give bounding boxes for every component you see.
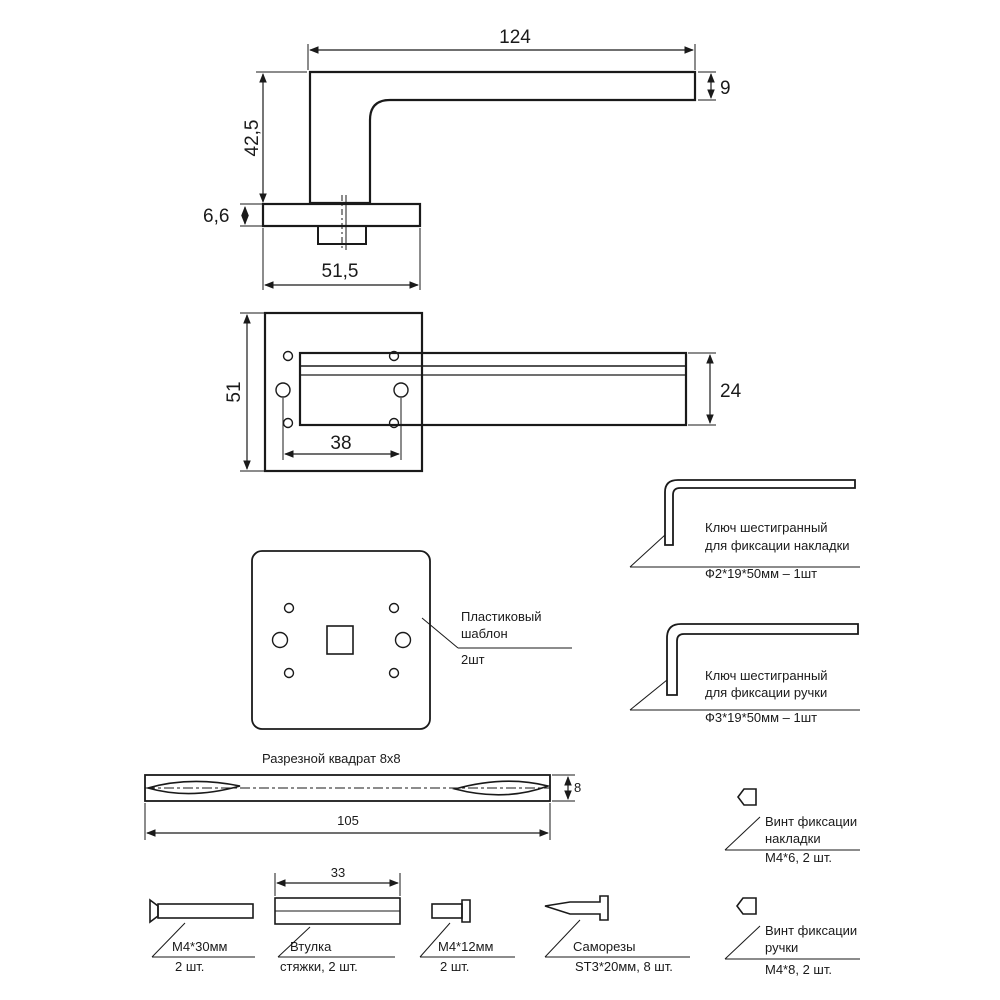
screw-hole bbox=[282, 350, 294, 362]
self-tapping-label-2: ST3*20мм, 8 шт. bbox=[575, 959, 673, 974]
template-label-1: Пластиковый bbox=[461, 609, 541, 624]
bushing-part: 33 Втулка стяжки, 2 шт. bbox=[274, 865, 401, 974]
dim-handle-thickness: 9 bbox=[720, 78, 731, 99]
hex-key-handle-part: Ключ шестигранный для фиксации ручки Ф3*… bbox=[629, 623, 860, 725]
rose-plate-top bbox=[263, 311, 424, 473]
screw-cover-label-1: Винт фиксации bbox=[765, 814, 857, 829]
bolt-m4-12-label-1: М4*12мм bbox=[438, 939, 494, 954]
template-square-hole bbox=[326, 625, 354, 655]
dim-rose-width: 51,5 bbox=[322, 261, 359, 282]
screw-hole bbox=[388, 417, 400, 429]
plastic-template-part: Пластиковый шаблон 2шт bbox=[251, 550, 572, 730]
screw-handle-part: Винт фиксации ручки М4*8, 2 шт. bbox=[724, 897, 860, 977]
template-label-2: шаблон bbox=[461, 626, 508, 641]
screw-cover-label-3: М4*6, 2 шт. bbox=[765, 850, 832, 865]
screw-handle-shape bbox=[736, 897, 757, 915]
screw-handle-label-2: ручки bbox=[765, 940, 798, 955]
dim-rose-size: 51 bbox=[224, 381, 245, 402]
bolt-m4-12-part: М4*12мм 2 шт. bbox=[419, 899, 515, 974]
self-tapping-screws-part: Саморезы ST3*20мм, 8 шт. bbox=[544, 895, 690, 974]
screw-hole bbox=[388, 350, 400, 362]
hex-key-cover-label-2: для фиксации накладки bbox=[705, 538, 850, 553]
dim-handle-length: 124 bbox=[499, 27, 531, 48]
split-spindle-part: Разрезной квадрат 8х8 8 105 bbox=[144, 751, 581, 840]
handle-top bbox=[298, 351, 688, 427]
hex-key-handle-label-1: Ключ шестигранный bbox=[705, 668, 828, 683]
spindle-slot-left bbox=[145, 780, 241, 795]
screw-cover-shape bbox=[737, 788, 757, 806]
handle-lever-profile bbox=[308, 70, 697, 205]
bushing-length-dim: 33 bbox=[331, 865, 345, 880]
spindle-slot-right bbox=[451, 780, 551, 796]
bushing-label-1: Втулка bbox=[290, 939, 332, 954]
screw-hole bbox=[282, 417, 294, 429]
template-label-3: 2шт bbox=[461, 652, 485, 667]
template-hole bbox=[271, 631, 289, 649]
screw-cover-label-2: накладки bbox=[765, 831, 821, 846]
screw-handle-label-3: М4*8, 2 шт. bbox=[765, 962, 832, 977]
top-view: 51 24 38 bbox=[224, 311, 742, 473]
bolt-m4-30-label-1: М4*30мм bbox=[172, 939, 228, 954]
hex-key-cover-shape bbox=[664, 479, 856, 546]
side-view: 124 9 42,5 6,6 51,5 bbox=[203, 27, 731, 290]
plastic-template-plate bbox=[251, 550, 431, 730]
hex-key-handle-label-2: для фиксации ручки bbox=[705, 685, 827, 700]
template-hole bbox=[283, 602, 295, 614]
self-tapping-screw-shape bbox=[544, 895, 609, 921]
dim-rose-thickness: 6,6 bbox=[203, 206, 229, 227]
dim-handle-width: 24 bbox=[720, 381, 742, 402]
bolt-m4-30-shape bbox=[149, 898, 159, 924]
bolt-m4-12-label-2: 2 шт. bbox=[440, 959, 469, 974]
bushing-label-2: стяжки, 2 шт. bbox=[280, 959, 358, 974]
template-hole bbox=[388, 602, 400, 614]
dim-hole-spacing: 38 bbox=[330, 433, 351, 454]
screw-cover-part: Винт фиксации накладки М4*6, 2 шт. bbox=[724, 788, 860, 865]
hex-key-handle-label-3: Ф3*19*50мм – 1шт bbox=[705, 710, 817, 725]
hex-key-cover-part: Ключ шестигранный для фиксации накладки … bbox=[629, 479, 860, 581]
template-hole bbox=[283, 667, 295, 679]
bolt-m4-12-shape bbox=[431, 903, 463, 919]
spindle-length-dim: 105 bbox=[337, 813, 359, 828]
template-hole bbox=[394, 631, 412, 649]
hex-key-cover-label-3: Ф2*19*50мм – 1шт bbox=[705, 566, 817, 581]
fixing-hole bbox=[275, 382, 291, 398]
bolt-m4-30-part: М4*30мм 2 шт. bbox=[149, 898, 255, 974]
hex-key-cover-label-1: Ключ шестигранный bbox=[705, 520, 828, 535]
spindle-height-dim: 8 bbox=[574, 780, 581, 795]
hex-key-handle-shape bbox=[666, 623, 859, 696]
spindle-title: Разрезной квадрат 8х8 bbox=[262, 751, 401, 766]
self-tapping-label-1: Саморезы bbox=[573, 939, 635, 954]
screw-handle-label-1: Винт фиксации bbox=[765, 923, 857, 938]
fixing-hole bbox=[393, 382, 409, 398]
dim-handle-height: 42,5 bbox=[242, 120, 263, 157]
template-hole bbox=[388, 667, 400, 679]
bolt-m4-30-label-2: 2 шт. bbox=[175, 959, 204, 974]
